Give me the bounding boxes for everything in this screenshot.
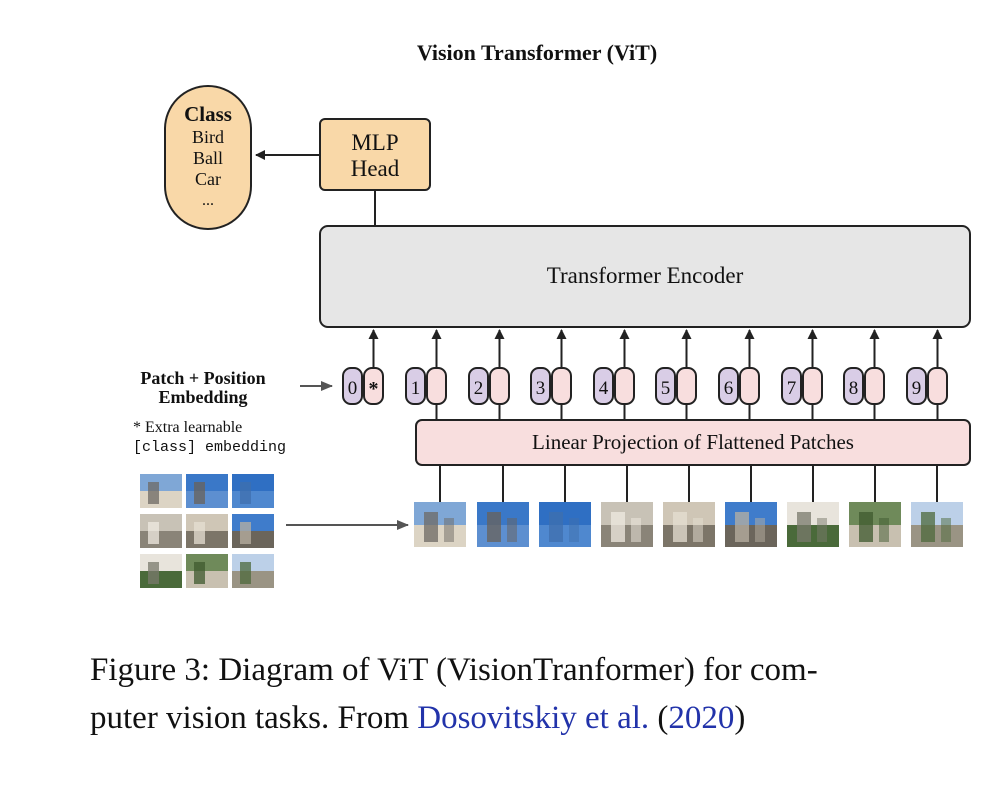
- position-number: 6: [724, 378, 734, 399]
- class-output-box: Class Bird Ball Car ...: [164, 85, 252, 230]
- grid-patch-tower-sky: [232, 514, 274, 548]
- grid-patch-building-facade-left: [140, 474, 182, 508]
- class-token-star: *: [369, 378, 379, 400]
- patch-facade-windows: [601, 502, 653, 547]
- position-number: 5: [661, 378, 671, 399]
- position-number: 7: [787, 378, 797, 399]
- caption-paren-close: ): [734, 700, 746, 736]
- embedding-label: Patch + Position: [140, 368, 265, 388]
- patch-street-person: [911, 502, 963, 547]
- position-number: 8: [849, 378, 859, 399]
- position-token-5: 5: [655, 367, 697, 405]
- citation-author-link[interactable]: Dosovitskiy et al.: [417, 700, 650, 736]
- patch-sky-with-tower: [477, 502, 529, 547]
- grid-patch-street-person: [232, 554, 274, 588]
- figure-caption: Figure 3: Diagram of ViT (VisionTranform…: [90, 646, 970, 742]
- flattened-patches-row: [414, 502, 963, 547]
- position-number: 2: [474, 378, 484, 399]
- mlp-head-label: Head: [351, 156, 400, 181]
- extra-note: * Extra learnable: [133, 419, 242, 436]
- caption-line-2: puter vision tasks. From Dosovitskiy et …: [90, 694, 970, 742]
- patch-street-trees: [849, 502, 901, 547]
- grid-patch-facade-center: [186, 514, 228, 548]
- citation-year-link[interactable]: 2020: [668, 700, 735, 736]
- caption-line-1: Figure 3: Diagram of ViT (VisionTranform…: [90, 652, 818, 688]
- position-token-4: 4: [593, 367, 635, 405]
- position-number: 3: [536, 378, 546, 399]
- diagram-title: Vision Transformer (ViT): [417, 40, 657, 65]
- image-patch-grid: [140, 474, 274, 588]
- patch-lines: [439, 465, 938, 502]
- position-token-8: 8: [843, 367, 885, 405]
- mlp-head-label: MLP: [351, 130, 398, 155]
- patch-building-facade-left: [414, 502, 466, 547]
- position-token-6: 6: [718, 367, 760, 405]
- position-token-9: 9: [906, 367, 948, 405]
- position-token-7: 7: [781, 367, 823, 405]
- patch-street-bushes-left: [787, 502, 839, 547]
- mlp-head-box: MLP Head: [319, 118, 431, 191]
- encoder-label: Transformer Encoder: [547, 263, 744, 288]
- linear-projection-box: Linear Projection of Flattened Patches: [415, 419, 971, 466]
- token-arrows: [368, 329, 943, 420]
- position-token-2: 2: [468, 367, 510, 405]
- grid-patch-facade-windows: [140, 514, 182, 548]
- grid-patch-sky-blue: [232, 474, 274, 508]
- patch-tower-sky: [725, 502, 777, 547]
- position-number: 9: [912, 378, 922, 399]
- position-token-3: 3: [530, 367, 572, 405]
- extra-note: [class] embedding: [133, 439, 286, 456]
- position-number: 1: [411, 378, 421, 399]
- patch-sky-blue: [539, 502, 591, 547]
- class-item: Ball: [193, 148, 223, 168]
- projection-label: Linear Projection of Flattened Patches: [532, 430, 854, 454]
- position-number: 4: [599, 378, 609, 399]
- class-item: Bird: [192, 127, 224, 147]
- class-heading: Class: [184, 102, 232, 126]
- position-token-1: 1: [405, 367, 447, 405]
- patch-facade-center: [663, 502, 715, 547]
- class-item: Car: [195, 169, 221, 189]
- class-item: ...: [202, 192, 214, 209]
- caption-paren-open: (: [649, 700, 669, 736]
- transformer-encoder-box: Transformer Encoder: [319, 225, 971, 328]
- position-token-0: 0*: [342, 367, 384, 405]
- grid-patch-sky-with-tower: [186, 474, 228, 508]
- position-number: 0: [348, 378, 358, 399]
- embedding-label: Embedding: [158, 387, 247, 407]
- grid-patch-street-trees: [186, 554, 228, 588]
- caption-text: puter vision tasks. From: [90, 700, 418, 736]
- grid-patch-street-bushes-left: [140, 554, 182, 588]
